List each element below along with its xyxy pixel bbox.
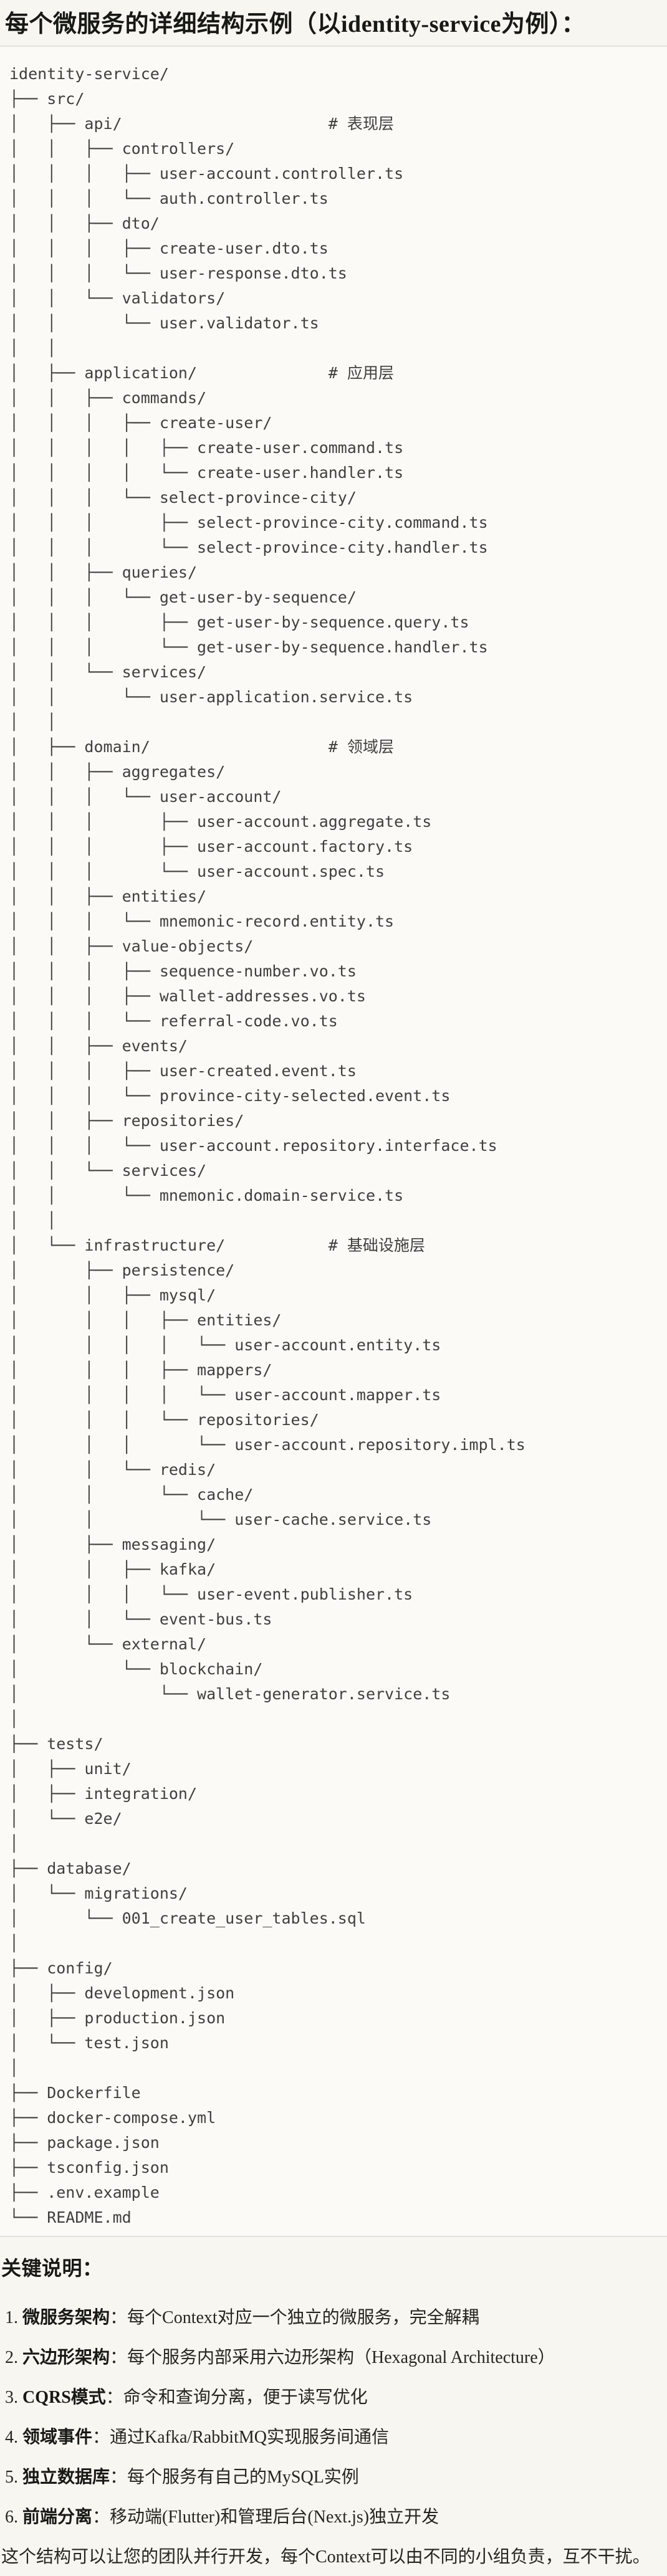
note-item-number: 6. [5,2507,18,2527]
divider-bottom [0,2235,667,2237]
note-item-text: ：移动端(Flutter)和管理后台(Next.js)独立开发 [92,2507,439,2527]
note-item: 5.独立数据库：每个服务有自己的MySQL实例 [5,2464,661,2490]
note-item-number: 5. [5,2467,18,2487]
note-item-number: 4. [5,2427,18,2447]
note-item: 4.领域事件：通过Kafka/RabbitMQ实现服务间通信 [5,2425,661,2450]
note-item-text: ：通过Kafka/RabbitMQ实现服务间通信 [92,2427,389,2447]
closing-paragraph: 这个结构可以让您的团队并行开发，每个Context可以由不同的小组负责，互不干扰… [1,2547,650,2567]
notes-section: 关键说明： 1.微服务架构：每个Context对应一个独立的微服务，完全解耦 2… [0,2237,667,2576]
note-item-label: 独立数据库 [22,2467,110,2487]
directory-tree: identity-service/ ├── src/ │ ├── api/ # … [9,64,525,2226]
note-item-number: 2. [5,2347,18,2367]
note-item-text: ：每个服务有自己的MySQL实例 [110,2467,359,2487]
note-item-label: 微服务架构 [22,2307,110,2327]
code-block: identity-service/ ├── src/ │ ├── api/ # … [0,46,667,2236]
notes-heading: 关键说明： [1,2256,103,2279]
note-item-label: CQRS模式 [22,2387,106,2407]
note-item-text: ：每个服务内部采用六边形架构（Hexagonal Architecture） [110,2347,555,2367]
note-item-label: 领域事件 [22,2427,93,2447]
note-item-label: 六边形架构 [22,2347,110,2367]
note-item-number: 3. [5,2387,18,2407]
note-item: 1.微服务架构：每个Context对应一个独立的微服务，完全解耦 [5,2305,661,2330]
note-item-number: 1. [5,2307,18,2327]
note-item-text: ：每个Context对应一个独立的微服务，完全解耦 [110,2307,479,2327]
page-title: 每个微服务的详细结构示例（以identity-service为例）： [5,11,586,37]
note-item: 6.前端分离：移动端(Flutter)和管理后台(Next.js)独立开发 [5,2504,661,2530]
note-item-text: ：命令和查询分离，便于读写优化 [105,2387,368,2407]
note-item: 3.CQRS模式：命令和查询分离，便于读写优化 [5,2385,661,2410]
note-item-label: 前端分离 [22,2507,93,2527]
note-item: 2.六边形架构：每个服务内部采用六边形架构（Hexagonal Architec… [5,2345,661,2370]
divider-top [0,45,667,47]
